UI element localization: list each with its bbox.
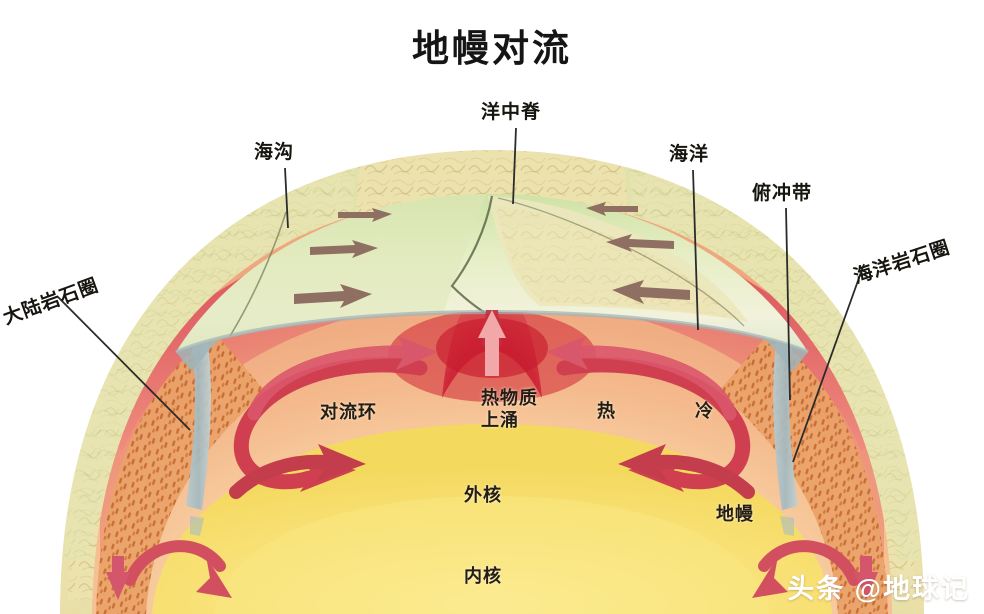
- label-leader-lines: [56, 127, 865, 463]
- core-boundary-arrow-right-head: [618, 444, 668, 482]
- lower-convection-arc-right-head: [752, 556, 788, 598]
- slab-left-tail: [190, 516, 204, 536]
- label-ocean: 海洋: [669, 144, 710, 165]
- label-subduction-zone: 俯冲带: [752, 183, 813, 204]
- lower-convection-arc-right: [758, 540, 860, 586]
- convection-loop-left: [233, 357, 428, 490]
- continental-lithosphere-root-left: [96, 332, 266, 614]
- lower-convection-arc-left: [124, 540, 226, 586]
- ridge-upwelling-arrow: [478, 310, 506, 376]
- label-cold: 冷: [695, 401, 714, 421]
- leader-ocean: [692, 169, 699, 331]
- page-title: 地幔对流: [412, 28, 572, 69]
- ridge-fault-line: [497, 197, 745, 327]
- spread-arrow-right-3: [612, 280, 690, 304]
- lower-convection-arrow-left-up: [106, 556, 130, 600]
- core-boundary-arrow-left: [229, 454, 333, 499]
- label-convection-cell: 对流环: [320, 402, 377, 422]
- spread-arrow-left-1: [338, 208, 392, 222]
- lower-convection-arrow-right-up: [854, 556, 878, 600]
- leader-trench: [284, 167, 289, 229]
- subducting-slab-left: [186, 332, 211, 510]
- label-outer-core: 外核: [464, 485, 502, 505]
- label-hot-material-upwelling-line1: 热物质: [481, 388, 538, 408]
- leader-mid-ocean-ridge: [512, 127, 517, 205]
- convection-loop-right-upper: [573, 345, 737, 421]
- label-inner-core: 内核: [464, 566, 502, 586]
- slab-right-tail: [780, 516, 794, 536]
- inner-core: [214, 496, 770, 614]
- spreading-arrows-right: [586, 202, 690, 304]
- leader-subduction-zone: [785, 207, 791, 401]
- core-boundary-arrow-left-head: [316, 444, 366, 482]
- oceanic-lithosphere-root-right: [718, 332, 888, 614]
- label-hot: 热: [597, 401, 616, 421]
- leader-oceanic-lithosphere: [792, 263, 865, 463]
- label-trench: 海沟: [254, 142, 295, 163]
- trench-notch-left: [229, 211, 287, 337]
- spread-arrow-right-1: [586, 202, 638, 216]
- spread-arrow-left-2: [310, 240, 378, 258]
- label-mid-ocean-ridge: 洋中脊: [481, 102, 542, 123]
- label-mantle: 地幔: [716, 504, 754, 524]
- convection-loop-right: [556, 357, 751, 490]
- watermark: 头条 @地球记: [787, 574, 970, 604]
- spreading-arrows-left: [294, 208, 392, 308]
- subducting-slab-right: [773, 332, 798, 510]
- label-hot-material-upwelling-line2: 上涌: [481, 410, 519, 430]
- spread-arrow-left-3: [294, 284, 372, 308]
- convection-loop-right-upper-arrowhead: [546, 336, 588, 370]
- spread-arrow-right-2: [606, 234, 674, 252]
- core-boundary-arrow-right: [651, 454, 755, 499]
- earth-globe: [60, 150, 924, 614]
- leader-continental-lithosphere: [56, 295, 191, 431]
- convection-loop-left-upper-arrowhead: [396, 336, 438, 370]
- lower-convection-arc-left-head: [196, 556, 232, 598]
- convection-loop-left-upper: [247, 345, 411, 421]
